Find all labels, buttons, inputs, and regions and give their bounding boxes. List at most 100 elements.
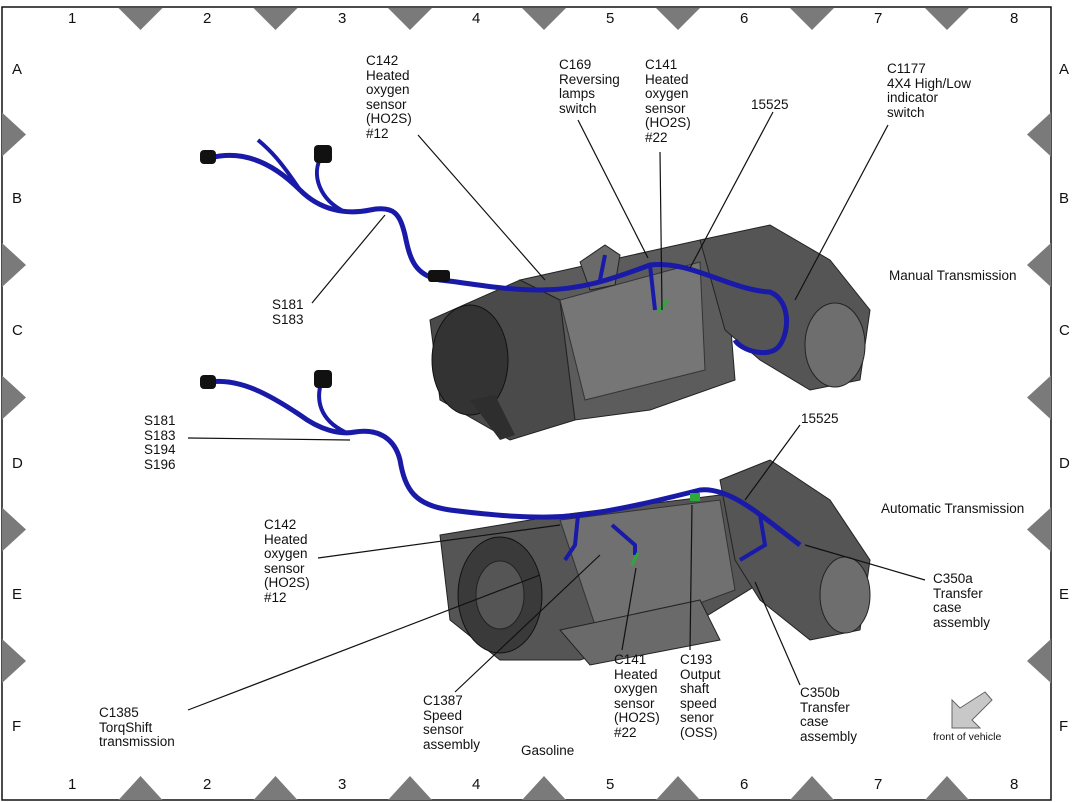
- callout-line: sensor: [645, 100, 686, 116]
- callout-line: C141: [614, 652, 647, 667]
- grid-marker-top: [790, 8, 834, 30]
- grid-marker-right: [1027, 243, 1051, 287]
- automatic-transmission-illustration: [187, 370, 926, 711]
- grid-row-label: B: [1059, 190, 1070, 207]
- callout-line: senor: [680, 710, 714, 725]
- grid-marker-bottom: [656, 776, 700, 800]
- callout-line: S194: [144, 442, 176, 457]
- manual-connector-mid: [428, 270, 450, 282]
- manual-green-connector: [656, 299, 670, 313]
- auto-leader-lines: [187, 424, 926, 711]
- callout-line: Speed: [423, 707, 463, 723]
- grid-row-label: D: [1059, 455, 1070, 472]
- callout-line: #12: [366, 125, 389, 141]
- callout-line: (OSS): [680, 724, 718, 740]
- callout-line: Transfer: [933, 585, 983, 601]
- grid-marker-bottom: [925, 776, 969, 800]
- grid-row-label: E: [1059, 586, 1070, 603]
- callout-line: indicator: [887, 90, 939, 105]
- callout-line: C169: [559, 57, 592, 72]
- manual-transfer-output: [804, 302, 866, 388]
- callout-line: sensor: [366, 96, 407, 112]
- grid-row-label: E: [12, 586, 23, 603]
- grid-marker-left: [2, 243, 26, 287]
- callout-line: shaft: [680, 681, 710, 696]
- callout-line: speed: [680, 695, 717, 711]
- grid-row-label: F: [12, 718, 22, 735]
- callout-line: oxygen: [264, 546, 308, 561]
- grid-column-label: 5: [606, 776, 615, 793]
- callout-line: Output: [680, 666, 721, 682]
- auto-harness-branch-2: [563, 514, 580, 562]
- manual-leader-lines: [311, 111, 889, 311]
- callout-line: switch: [887, 104, 925, 120]
- grid-marker-bottom: [118, 776, 163, 800]
- callout-line: (HO2S): [645, 115, 691, 130]
- callout-line: C142: [264, 517, 297, 532]
- callout-line: C350b: [800, 685, 840, 700]
- callout-line: assembly: [423, 736, 481, 752]
- grid-row-label: D: [12, 455, 23, 472]
- callout-line: Heated: [366, 67, 410, 83]
- grid-column-label: 3: [338, 10, 347, 27]
- callout-15525-manual: 15525: [751, 97, 789, 113]
- grid-marker-top: [522, 8, 566, 30]
- grid-row-label: B: [12, 190, 23, 207]
- manual-bell-face: [431, 304, 509, 416]
- callout-line: case: [933, 600, 962, 615]
- automatic-transmission-title: Automatic Transmission: [881, 501, 1025, 516]
- grid-column-label: 6: [740, 10, 749, 27]
- grid-column-label: 2: [203, 776, 212, 793]
- callout-line: Heated: [264, 531, 308, 547]
- callout-line: S181: [272, 297, 304, 312]
- callout-15525-automatic: 15525: [801, 411, 839, 427]
- auto-harness-branch-4: [738, 514, 768, 562]
- callout-line: sensor: [423, 722, 464, 737]
- grid-marker-right: [1027, 507, 1051, 552]
- auto-harness: [209, 378, 802, 547]
- manual-harness-branch-3: [648, 264, 657, 311]
- callout-line: 15525: [801, 411, 839, 426]
- callout-line: S183: [144, 427, 176, 443]
- grid-marker-right: [1027, 375, 1051, 420]
- callout-line: assembly: [933, 614, 991, 630]
- auto-harness-branch-3: [610, 523, 637, 555]
- grid-column-label: 2: [203, 10, 212, 27]
- callout-line: Heated: [645, 71, 689, 87]
- callout-line: assembly: [800, 728, 858, 744]
- grid-marker-top: [253, 8, 298, 30]
- callout-line: (HO2S): [614, 710, 660, 725]
- grid-marker-left: [2, 112, 26, 157]
- callout-line: #22: [614, 724, 637, 740]
- grid-marker-bottom: [388, 776, 432, 800]
- auto-oil-pan: [559, 599, 721, 666]
- grid-column-label: 1: [68, 776, 77, 793]
- callout-line: transmission: [99, 734, 175, 749]
- callout-line: oxygen: [645, 86, 689, 101]
- callout-line: oxygen: [366, 82, 410, 97]
- grid-column-label: 8: [1010, 776, 1019, 793]
- callout-line: #12: [264, 589, 287, 605]
- grid-column-label: 8: [1010, 10, 1019, 27]
- grid-marker-left: [2, 639, 26, 683]
- callout-line: C142: [366, 53, 399, 68]
- grid-column-label: 3: [338, 776, 347, 793]
- auto-connector-left: [200, 375, 216, 389]
- manual-connector-top: [314, 145, 332, 163]
- callout-line: #22: [645, 129, 668, 145]
- callout-line: (HO2S): [366, 111, 412, 126]
- auto-green-connector-1: [690, 493, 700, 501]
- grid-marker-right: [1027, 112, 1051, 157]
- auto-transfer-output: [819, 556, 871, 634]
- grid-row-label: C: [12, 322, 23, 339]
- grid-marker-top: [118, 8, 163, 30]
- grid-row-label: A: [12, 61, 23, 78]
